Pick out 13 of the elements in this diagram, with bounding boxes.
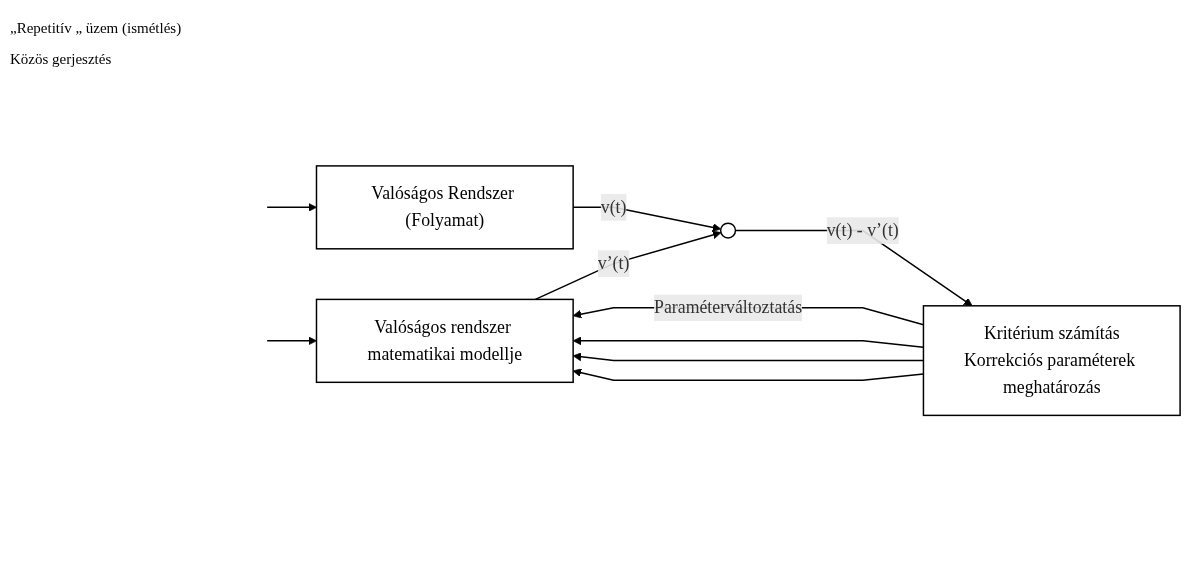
arrow <box>534 230 722 301</box>
node-box: Valóságos Rendszer (Folyamat) <box>315 165 574 250</box>
node-box: Kritérium számítás Korrekciós paraméterek meghatározás <box>922 305 1181 417</box>
node-box: Valóságos rendszer matematikai modellje <box>315 299 574 384</box>
edge-label: v(t) <box>600 197 627 218</box>
arrow <box>266 203 317 213</box>
node-circle <box>719 222 737 240</box>
arrow <box>266 336 317 346</box>
edge-label: v(t) - v’(t) <box>826 220 899 241</box>
note-text: Közös gerjesztés <box>10 51 113 68</box>
edge-label: Paraméterváltoztatás <box>654 297 803 318</box>
edge-label: v’(t) <box>597 253 630 274</box>
note-text: „Repetitív „ üzem (ismétlés) <box>10 20 183 37</box>
